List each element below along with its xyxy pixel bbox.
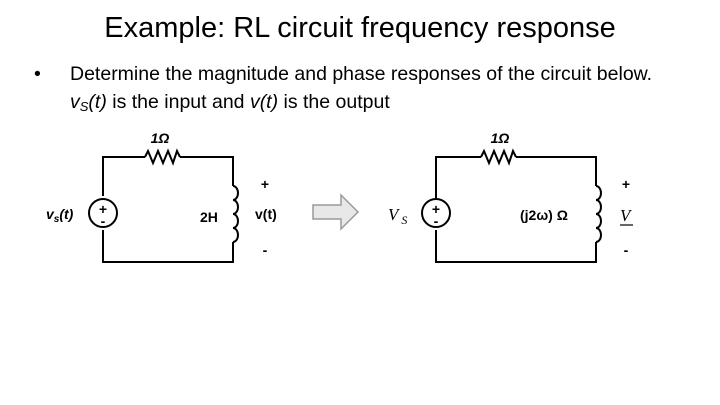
bullet-marker: • [34, 63, 41, 85]
right-circuit [421, 148, 602, 263]
bullet-text: Determine the magnitude and phase respon… [70, 60, 694, 116]
right-output-minus: - [624, 242, 629, 258]
left-output-label: v(t) [255, 206, 277, 222]
left-resistor-label: 1Ω [151, 130, 170, 146]
right-source-minus: - [434, 213, 439, 229]
bullet-text-before: Determine the magnitude and phase respon… [70, 63, 653, 85]
bullet-text-after: is the output [278, 91, 390, 113]
resistor-icon [144, 148, 181, 166]
inductor-icon [595, 185, 602, 243]
bullet-text-mid: is the input and [106, 91, 250, 113]
right-wire-top [435, 156, 481, 198]
right-impedance-label: (j2ω) Ω [520, 207, 568, 223]
left-wire-top [102, 156, 145, 196]
bullet-vs: vS(t) [70, 91, 107, 114]
right-arrow-icon [312, 193, 360, 231]
left-inductor-label: 2H [200, 209, 218, 225]
right-source-plus: + [432, 201, 440, 217]
right-resistor-label: 1Ω [491, 130, 510, 146]
right-wire-top-right [516, 156, 597, 186]
left-source-plus: + [99, 201, 107, 217]
voltage-source-icon [88, 198, 118, 228]
left-wire-bottom [102, 230, 234, 263]
bullet-point: • Determine the magnitude and phase resp… [34, 60, 694, 116]
inductor-icon [232, 185, 239, 243]
voltage-source-icon [421, 198, 451, 228]
left-output-minus: - [263, 242, 268, 258]
right-output-plus: + [622, 176, 630, 192]
bullet-vout: v(t) [249, 91, 279, 113]
slide-title: Example: RL circuit frequency response [104, 12, 616, 44]
resistor-icon [480, 148, 517, 166]
left-source-minus: - [101, 213, 106, 229]
left-circuit [88, 148, 239, 263]
right-output-label: V [620, 206, 633, 225]
left-source-label: vs(t) [46, 206, 74, 225]
left-output-plus: + [261, 176, 269, 192]
left-wire-top-right [180, 156, 234, 186]
right-wire-bottom [435, 230, 597, 263]
